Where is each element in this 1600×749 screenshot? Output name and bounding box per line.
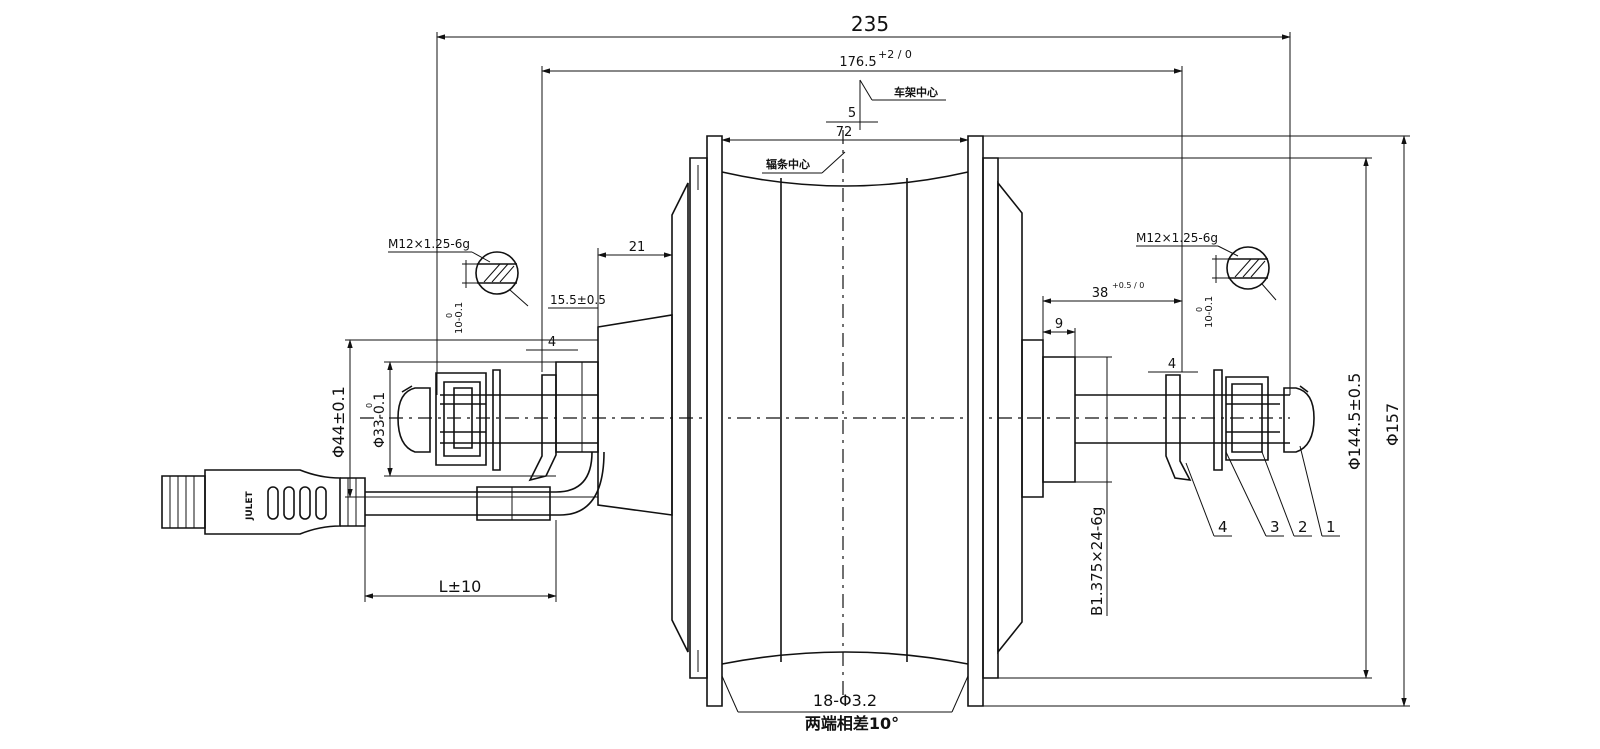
thread-right-text: M12×1.25-6g: [1136, 231, 1218, 245]
part-number-1: 1: [1326, 518, 1336, 536]
flat-right-text: 10-0.1: [1204, 296, 1215, 328]
thread-right-callout: M12×1.25-6g: [1136, 231, 1239, 257]
center-lines: [360, 130, 1290, 700]
part-number-2: 2: [1298, 518, 1308, 536]
right-axle-hardware: [1165, 369, 1315, 481]
spoke-center-callout: 辐条中心: [762, 151, 846, 174]
dim-15-5-text: 15.5±0.5: [550, 293, 606, 307]
flat-right-tol: 0: [1195, 307, 1204, 312]
dim-flange-spacing: 176.5 +2 / 0: [541, 48, 1183, 372]
thread-left-callout: M12×1.25-6g: [388, 237, 491, 263]
dim-dia-33: Φ33-0.1 0: [365, 361, 556, 477]
thread-left-text: M12×1.25-6g: [388, 237, 470, 251]
dim-freewheel-thread: B1.375×24-6g: [1075, 356, 1112, 616]
dim-washer-right: 4: [1148, 357, 1198, 373]
dim-L-text: L±10: [439, 577, 482, 596]
hub-shell: [597, 135, 1076, 707]
dim-spoke-holes: 18-Φ3.2 两端相差10°: [721, 675, 969, 733]
dim-235-text: 235: [851, 12, 889, 36]
left-axle-hardware: [397, 361, 599, 482]
flat-section-right: [1212, 246, 1277, 301]
dim-flat-left: 10-0.1 0: [445, 260, 467, 334]
connector-brand-label: JULET: [245, 490, 255, 521]
flat-left-tol: 0: [445, 313, 454, 318]
dim-freewheel-9: 9: [1042, 317, 1076, 357]
dim-33-tol: 0: [365, 403, 374, 408]
flat-left-text: 10-0.1: [454, 302, 465, 334]
dim-4-left-text: 4: [548, 335, 556, 350]
part-number-3: 3: [1270, 518, 1280, 536]
dim-33-text: Φ33-0.1: [372, 392, 388, 448]
dim-center-offset: 5: [826, 106, 878, 123]
dim-freewheel-38: 38 +0.5 / 0: [1042, 281, 1183, 372]
dim-38-tol: +0.5 / 0: [1112, 281, 1144, 290]
dim-9-text: 9: [1055, 317, 1063, 332]
dim-4-right-text: 4: [1168, 357, 1176, 372]
part-number-4: 4: [1218, 518, 1228, 536]
spoke-offset-note: 两端相差10°: [805, 714, 899, 733]
dim-overall-width: 235: [436, 12, 1291, 395]
dim-144-5-text: Φ144.5±0.5: [1345, 373, 1364, 470]
dim-hub-width: 72: [721, 125, 969, 143]
dim-washer-left: 4: [526, 335, 578, 351]
dim-157-text: Φ157: [1383, 403, 1402, 446]
dim-176-5-tol: +2 / 0: [878, 48, 912, 61]
axle: [440, 394, 1290, 444]
dim-dia-44: Φ44±0.1: [329, 339, 598, 498]
dim-boss-21: 21: [597, 240, 673, 330]
flat-section-left: [462, 251, 529, 307]
dim-flat-right: 10-0.1 0: [1195, 255, 1217, 328]
dim-72-text: 72: [836, 125, 853, 140]
dim-44-text: Φ44±0.1: [329, 386, 348, 458]
dim-boss-15-5: 15.5±0.5: [548, 293, 606, 309]
frame-center-label: 车架中心: [894, 85, 938, 99]
freewheel-thread-text: B1.375×24-6g: [1088, 507, 1106, 616]
dim-dia-144-5: Φ144.5±0.5: [983, 157, 1372, 679]
dim-dia-157: Φ157: [983, 135, 1410, 707]
dim-cable-length: L±10: [364, 520, 557, 602]
spoke-holes-text: 18-Φ3.2: [813, 691, 877, 710]
part-callouts: 4 3 2 1: [1185, 445, 1340, 537]
motor-cable: [365, 451, 605, 521]
spoke-center-label: 辐条中心: [766, 157, 810, 171]
dim-176-5-text: 176.5: [839, 55, 876, 70]
dim-38-text: 38: [1092, 286, 1109, 301]
dim-21-text: 21: [629, 240, 646, 255]
dim-5-text: 5: [848, 106, 856, 121]
julet-connector: JULET: [161, 469, 366, 535]
